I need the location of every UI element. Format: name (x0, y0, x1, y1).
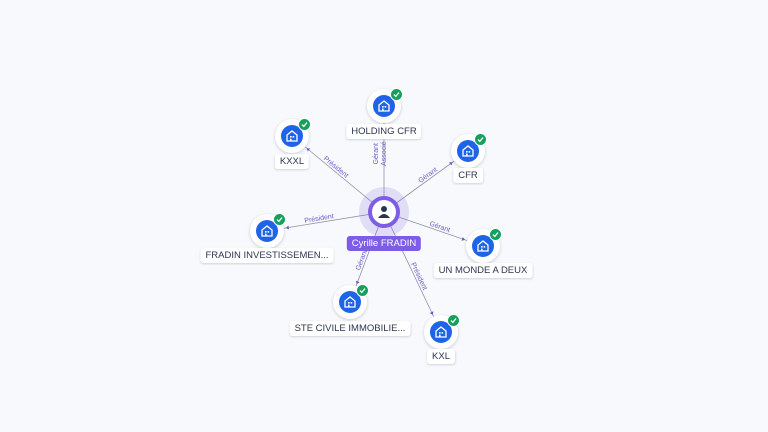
company-icon (472, 235, 494, 257)
edge-role-label: Président (304, 213, 334, 225)
company-label[interactable]: CFR (453, 168, 483, 183)
company-node[interactable] (333, 284, 369, 319)
company-icon (256, 220, 278, 242)
company-node[interactable] (250, 213, 286, 248)
verified-check-icon (273, 213, 286, 226)
company-node[interactable] (275, 118, 311, 153)
company-label[interactable]: HOLDING CFR (346, 124, 422, 139)
verified-check-icon (474, 133, 487, 146)
edge-role-label: Gérant (417, 166, 438, 184)
edge-role-label: Gérant (428, 221, 451, 235)
company-label[interactable]: KXL (427, 349, 455, 364)
company-node[interactable] (451, 133, 487, 168)
edge-arrow (306, 148, 311, 152)
company-icon (457, 140, 479, 162)
center-person-node[interactable] (359, 187, 409, 237)
edge-role-label: Associé (381, 141, 388, 166)
edge-role-label: Président (322, 155, 349, 179)
edge-line (383, 211, 442, 333)
verified-check-icon (447, 314, 460, 327)
company-label[interactable]: STE CIVILE IMMOBILIE... (289, 321, 411, 336)
company-label[interactable]: FRADIN INVESTISSEMEN... (200, 248, 334, 263)
edge-role-label: Président (409, 262, 428, 292)
edge-arrow (429, 311, 434, 315)
company-node[interactable] (424, 314, 460, 349)
company-node[interactable] (466, 228, 502, 263)
verified-check-icon (298, 118, 311, 131)
center-ring (368, 196, 400, 228)
edge-arrow (449, 162, 453, 166)
edge-role-label: Gérant (373, 143, 380, 164)
company-icon (373, 95, 395, 117)
person-icon (372, 200, 396, 224)
company-icon (430, 321, 452, 343)
company-label[interactable]: UN MONDE A DEUX (433, 263, 533, 278)
edge-arrow (355, 280, 360, 285)
company-label[interactable]: KXXL (274, 154, 310, 169)
edge-role-label: Gérant (355, 249, 369, 272)
verified-check-icon (390, 88, 403, 101)
center-person-label[interactable]: Cyrille FRADIN (346, 236, 422, 251)
verified-check-icon (489, 228, 502, 241)
edge-arrow (461, 236, 466, 241)
company-icon (339, 291, 361, 313)
company-icon (281, 125, 303, 147)
edge-arrow (285, 225, 290, 230)
verified-check-icon (356, 284, 369, 297)
company-node[interactable] (367, 88, 403, 123)
